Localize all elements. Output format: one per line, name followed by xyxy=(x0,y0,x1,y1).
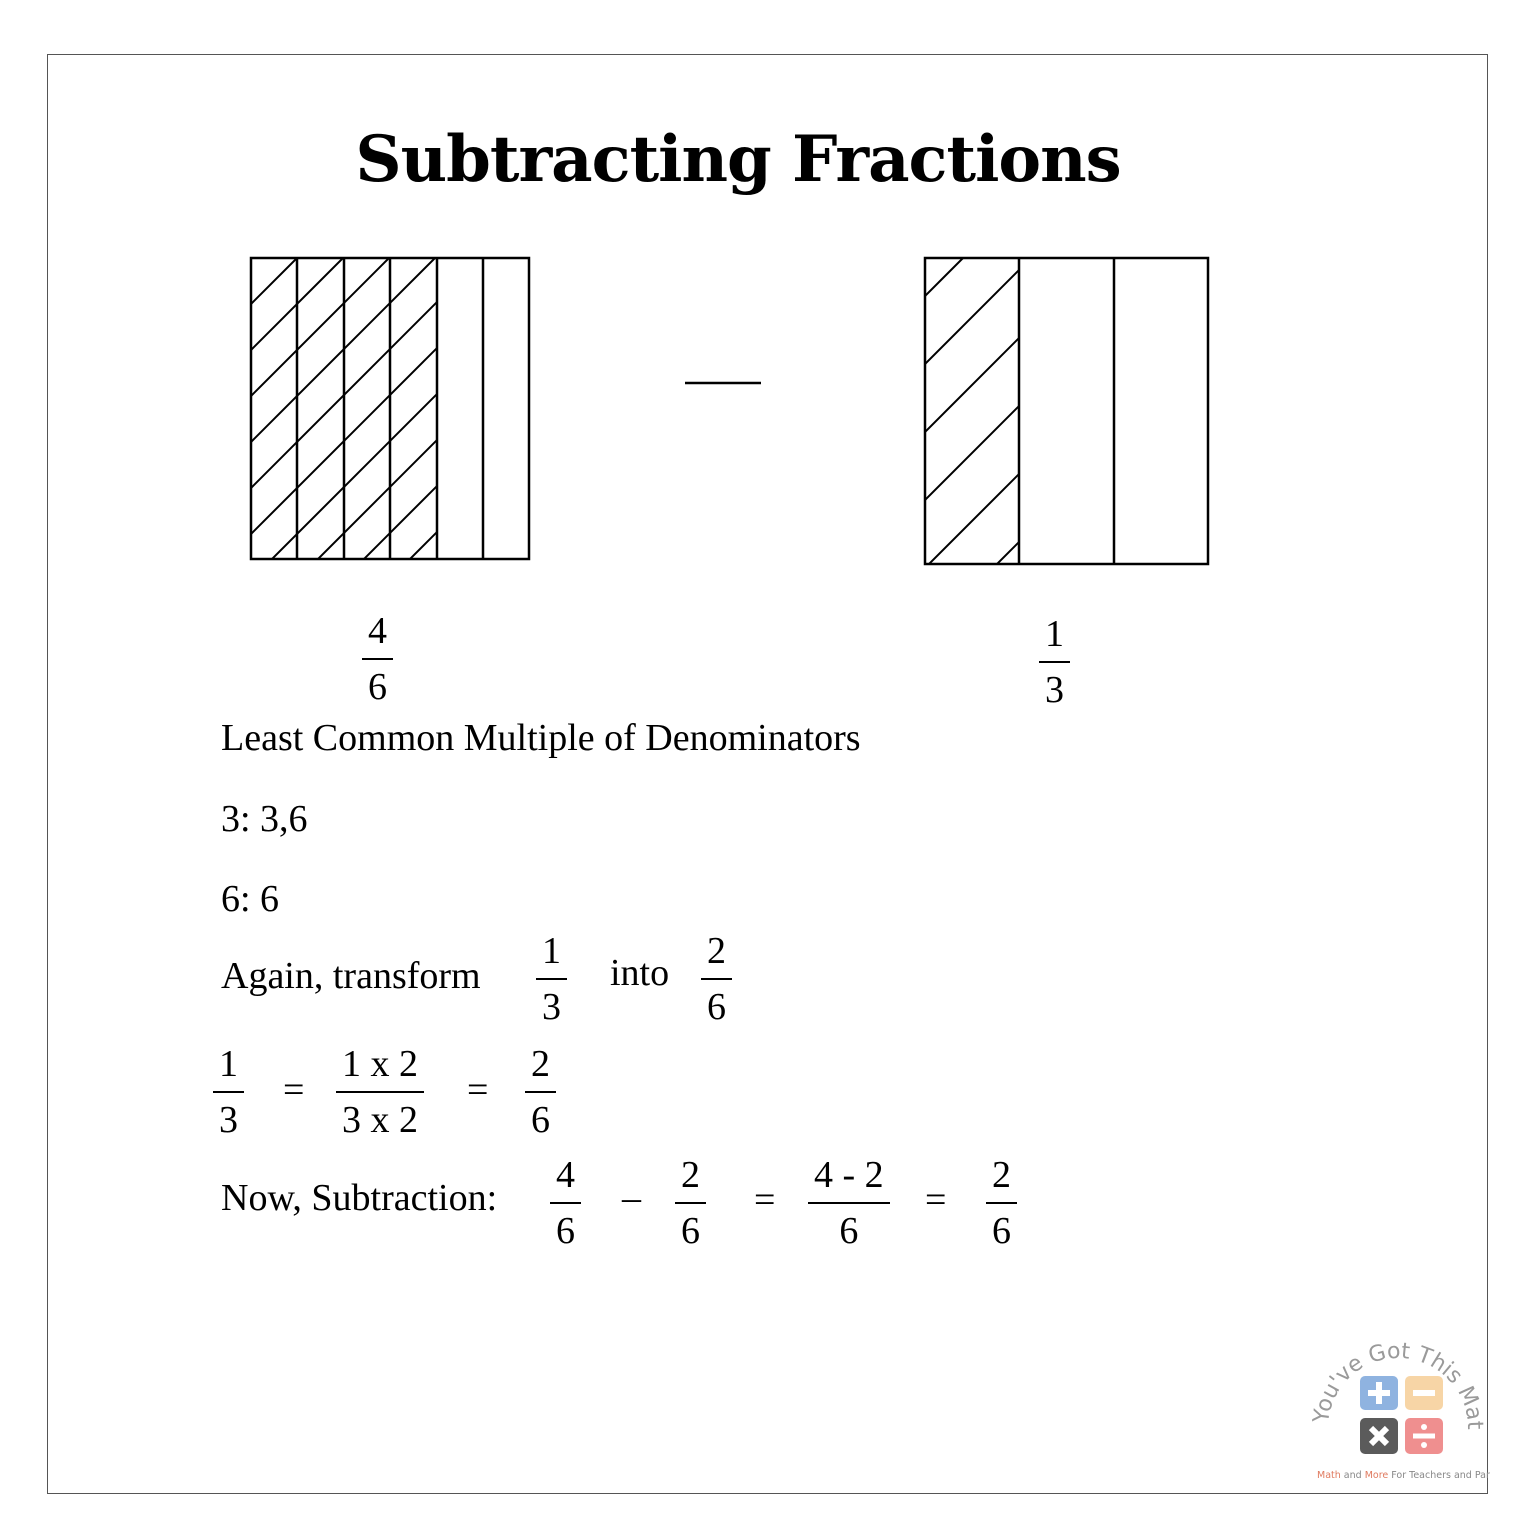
numerator: 4 xyxy=(550,1156,581,1204)
transform-prefix: Again, transform xyxy=(221,955,481,997)
numerator: 2 xyxy=(701,932,732,980)
denominator: 6 xyxy=(839,1210,859,1252)
multiples-of-3: 3: 3,6 xyxy=(221,798,308,840)
model-one-third xyxy=(923,256,1210,566)
transform-to-fraction: 2 6 xyxy=(701,932,732,1026)
subtraction-fraction-b: 2 6 xyxy=(675,1156,706,1250)
numerator: 1 xyxy=(536,932,567,980)
minus-sign: – xyxy=(622,1177,641,1219)
denominator: 3 xyxy=(219,1099,238,1141)
subtraction-fraction-c: 4 - 2 6 xyxy=(808,1156,890,1250)
brand-logo: You've Got This Math Math and More For T… xyxy=(1300,1318,1490,1481)
denominator: 6 xyxy=(992,1210,1011,1252)
page-border xyxy=(47,54,1488,1494)
equals-sign: = xyxy=(754,1179,776,1221)
denominator: 3 xyxy=(542,986,561,1028)
denominator: 6 xyxy=(707,986,726,1028)
plus-icon xyxy=(1368,1382,1390,1404)
divide-icon xyxy=(1413,1424,1435,1448)
subtraction-fraction-d: 2 6 xyxy=(986,1156,1017,1250)
numerator: 2 xyxy=(525,1045,556,1093)
numerator: 4 - 2 xyxy=(808,1156,890,1204)
denominator: 6 xyxy=(368,666,387,708)
equation-fraction-a: 1 3 xyxy=(213,1045,244,1139)
equals-sign: = xyxy=(283,1069,305,1111)
transform-into: into xyxy=(610,952,670,994)
numerator: 1 xyxy=(1039,615,1070,663)
subtraction-label: Now, Subtraction: xyxy=(221,1177,498,1219)
equation-fraction-c: 2 6 xyxy=(525,1045,556,1139)
hatch-shading xyxy=(925,258,1019,564)
denominator: 6 xyxy=(681,1210,700,1252)
numerator: 1 x 2 xyxy=(336,1045,424,1093)
fraction-label-right: 1 3 xyxy=(1039,615,1070,709)
numerator: 2 xyxy=(675,1156,706,1204)
equation-fraction-b: 1 x 2 3 x 2 xyxy=(336,1045,424,1139)
denominator: 6 xyxy=(531,1099,550,1141)
denominator: 3 x 2 xyxy=(342,1099,418,1141)
times-icon xyxy=(1368,1425,1390,1447)
model-four-sixths xyxy=(249,256,531,561)
equals-sign: = xyxy=(467,1069,489,1111)
subtraction-fraction-a: 4 6 xyxy=(550,1156,581,1250)
page-title: Subtracting Fractions xyxy=(355,122,1121,197)
logo-tagline: Math and More For Teachers and Parents xyxy=(1317,1470,1490,1481)
lcm-heading: Least Common Multiple of Denominators xyxy=(221,717,861,759)
hatch-shading xyxy=(251,258,437,559)
denominator: 6 xyxy=(556,1210,575,1252)
logo-arc-text: You've Got This Math xyxy=(1300,1318,1487,1430)
transform-from-fraction: 1 3 xyxy=(536,932,567,1026)
equals-sign: = xyxy=(925,1179,947,1221)
numerator: 1 xyxy=(213,1045,244,1093)
numerator: 4 xyxy=(362,612,393,660)
numerator: 2 xyxy=(986,1156,1017,1204)
denominator: 3 xyxy=(1045,669,1064,711)
model-outline xyxy=(923,256,1210,566)
multiples-of-6: 6: 6 xyxy=(221,878,280,920)
fraction-label-left: 4 6 xyxy=(362,612,393,706)
